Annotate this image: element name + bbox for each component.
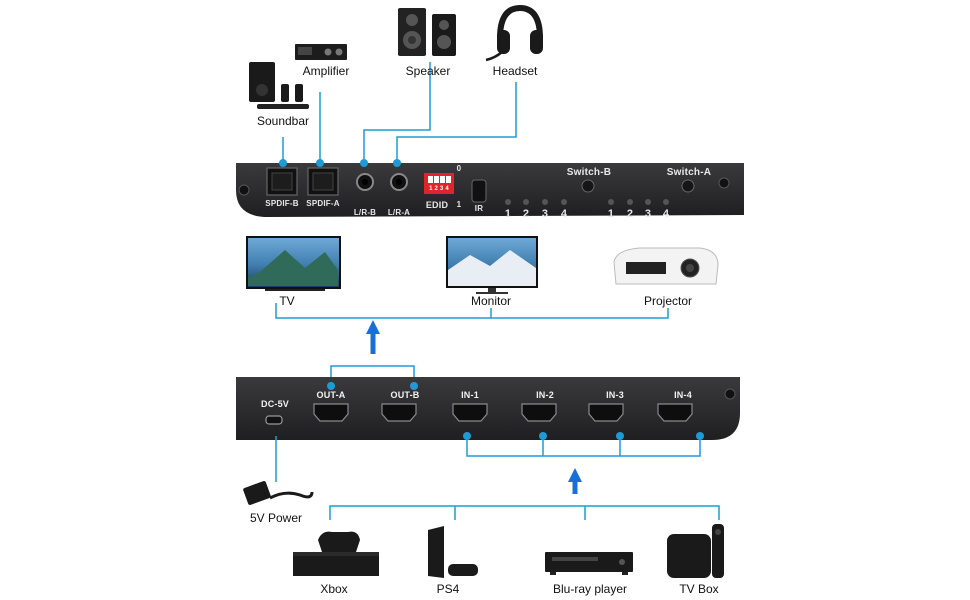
amplifier-label: Amplifier bbox=[302, 64, 350, 78]
lr-b-label: L/R-B bbox=[353, 208, 377, 217]
power-label: 5V Power bbox=[249, 511, 303, 525]
bluray-player-image bbox=[545, 552, 633, 575]
switch-a-label: Switch-A bbox=[666, 167, 712, 178]
led-a-3: 3 bbox=[644, 208, 652, 220]
headset-image bbox=[485, 4, 543, 62]
headset-label: Headset bbox=[492, 64, 538, 78]
out-b-label: OUT-B bbox=[390, 390, 420, 400]
led-b-1: 1 bbox=[504, 208, 512, 220]
in-2-label: IN-2 bbox=[536, 390, 554, 400]
amplifier-connector-dot bbox=[316, 159, 324, 167]
out-a-connector-dot bbox=[327, 382, 335, 390]
soundbar-label: Soundbar bbox=[256, 114, 310, 128]
xbox-label: Xbox bbox=[320, 582, 348, 596]
tv-image bbox=[246, 236, 341, 291]
out-a-label: OUT-A bbox=[316, 390, 346, 400]
switch-b-label: Switch-B bbox=[566, 167, 612, 178]
soundbar-image bbox=[249, 62, 309, 109]
dip-numbers: 1 2 3 4 bbox=[429, 186, 449, 192]
led-a-1: 1 bbox=[607, 208, 615, 220]
in-3-connector-dot bbox=[616, 432, 624, 440]
spdif-a-label: SPDIF-A bbox=[306, 199, 340, 208]
speaker-image bbox=[398, 8, 456, 56]
in-2-connector-dot bbox=[539, 432, 547, 440]
projector-label: Projector bbox=[643, 294, 693, 308]
led-b-2: 2 bbox=[522, 208, 530, 220]
bluray-label: Blu-ray player bbox=[552, 582, 628, 596]
ps4-label: PS4 bbox=[436, 582, 460, 596]
led-b-3: 3 bbox=[541, 208, 549, 220]
in-4-connector-dot bbox=[696, 432, 704, 440]
led-a-2: 2 bbox=[626, 208, 634, 220]
projector-image bbox=[613, 247, 719, 285]
switch-rear-panel bbox=[236, 163, 744, 217]
ps4-image bbox=[428, 526, 478, 578]
tv-label: TV bbox=[279, 294, 295, 308]
xbox-image bbox=[293, 531, 379, 576]
tv-box-image bbox=[667, 524, 724, 578]
ir-label: IR bbox=[474, 204, 484, 213]
output-cable-tree bbox=[275, 303, 669, 319]
power-adapter-image bbox=[243, 481, 314, 505]
in-3-label: IN-3 bbox=[606, 390, 624, 400]
edid-label: EDID bbox=[425, 200, 449, 210]
led-a-4: 4 bbox=[662, 208, 670, 220]
led-b-4: 4 bbox=[560, 208, 568, 220]
up-arrow-outputs bbox=[366, 320, 380, 354]
lr-a-label: L/R-A bbox=[387, 208, 411, 217]
in-1-label: IN-1 bbox=[461, 390, 479, 400]
tvbox-label: TV Box bbox=[679, 582, 719, 596]
in-1-connector-dot bbox=[463, 432, 471, 440]
monitor-label: Monitor bbox=[470, 294, 512, 308]
soundbar-connector-dot bbox=[279, 159, 287, 167]
speaker-label: Speaker bbox=[405, 64, 451, 78]
edid-0-label: 0 bbox=[456, 164, 462, 173]
up-arrow-inputs bbox=[568, 468, 582, 494]
headset-connector-dot bbox=[393, 159, 401, 167]
amplifier-image bbox=[295, 44, 347, 60]
switch-front-panel bbox=[236, 377, 740, 440]
monitor-image bbox=[446, 236, 538, 294]
spdif-b-label: SPDIF-B bbox=[265, 199, 299, 208]
input-cable-tree bbox=[275, 436, 720, 520]
in-4-label: IN-4 bbox=[674, 390, 692, 400]
speaker-connector-dot bbox=[360, 159, 368, 167]
edid-1-label: 1 bbox=[456, 200, 462, 209]
dc-5v-label: DC-5V bbox=[260, 399, 290, 409]
out-b-connector-dot bbox=[410, 382, 418, 390]
